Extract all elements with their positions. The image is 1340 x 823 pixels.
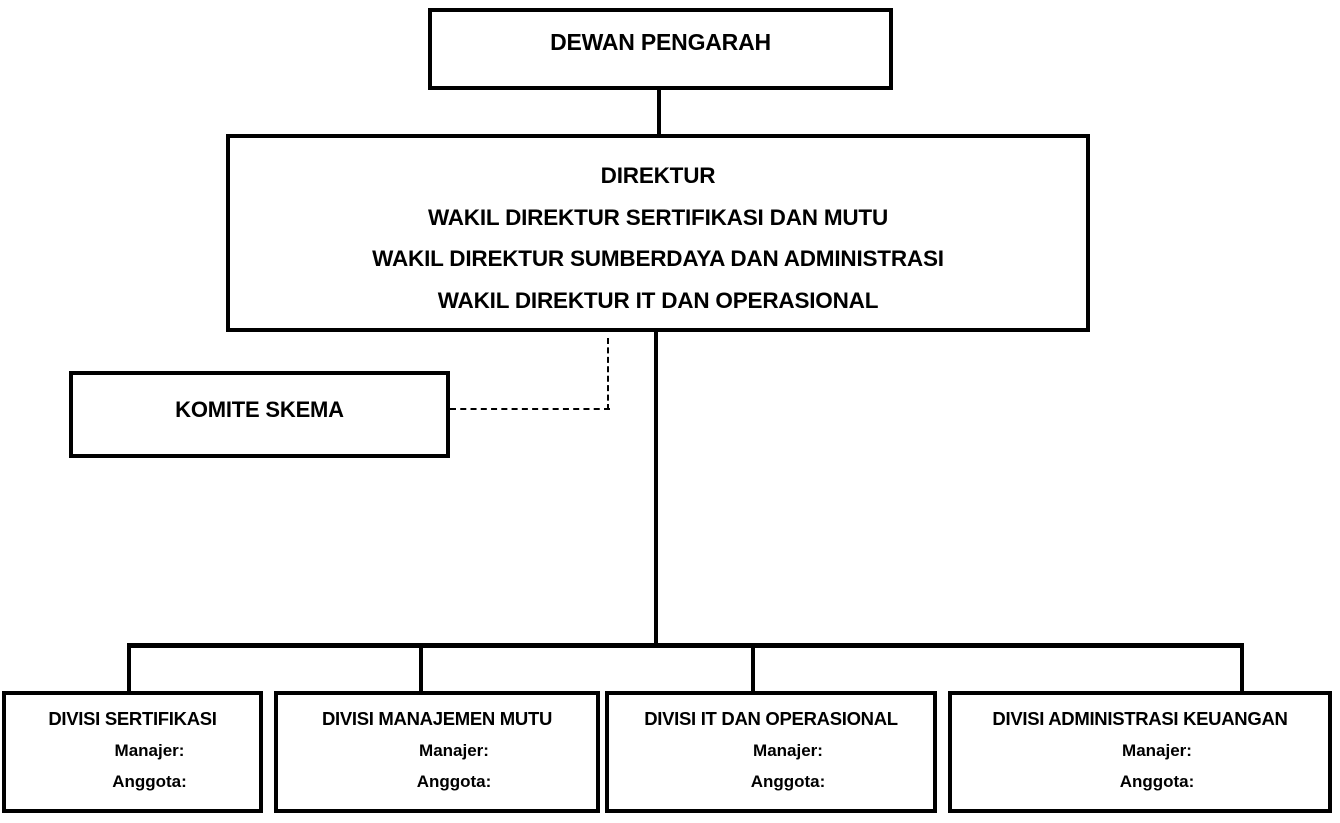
node-direktur-line-3: WAKIL DIREKTUR SUMBERDAYA DAN ADMINISTRA…	[372, 246, 944, 272]
node-direktur-line-4: WAKIL DIREKTUR IT DAN OPERASIONAL	[437, 287, 879, 313]
division-title: DIVISI MANAJEMEN MUTU	[321, 708, 553, 729]
node-divisi-sertifikasi[interactable]: DIVISI SERTIFIKASI Manajer: Anggota:	[2, 691, 263, 813]
division-title: DIVISI ADMINISTRASI KEUANGAN	[992, 708, 1288, 729]
connector-committee-horizontal-dashed	[450, 408, 610, 410]
division-member-label: Anggota:	[416, 772, 492, 791]
division-manager-label: Manajer:	[1122, 741, 1192, 760]
connector-drop-division-2	[419, 646, 423, 692]
connector-drop-division-1	[127, 646, 131, 692]
connector-division-bus	[127, 643, 1244, 648]
node-divisi-it-dan-operasional[interactable]: DIVISI IT DAN OPERASIONAL Manajer: Anggo…	[605, 691, 937, 813]
connector-board-to-director	[657, 88, 661, 136]
connector-drop-division-3	[751, 646, 755, 692]
connector-director-trunk	[654, 330, 658, 647]
division-member-label: Anggota:	[1119, 772, 1195, 791]
division-manager-label: Manajer:	[419, 741, 489, 760]
node-divisi-manajemen-mutu[interactable]: DIVISI MANAJEMEN MUTU Manajer: Anggota:	[274, 691, 600, 813]
node-komite-skema-label: KOMITE SKEMA	[175, 397, 344, 422]
node-divisi-administrasi-keuangan[interactable]: DIVISI ADMINISTRASI KEUANGAN Manajer: An…	[948, 691, 1332, 813]
node-komite-skema[interactable]: KOMITE SKEMA	[69, 371, 450, 458]
node-direktur-lines: DIREKTUR WAKIL DIREKTUR SERTIFIKASI DAN …	[230, 138, 1086, 322]
division-manager-label: Manajer:	[114, 741, 185, 760]
division-member-label: Anggota:	[112, 772, 187, 791]
division-manager-label: Manajer:	[753, 741, 823, 760]
node-direktur[interactable]: DIREKTUR WAKIL DIREKTUR SERTIFIKASI DAN …	[226, 134, 1090, 332]
division-title: DIVISI IT DAN OPERASIONAL	[644, 708, 898, 729]
connector-drop-division-4	[1240, 646, 1244, 692]
division-title: DIVISI SERTIFIKASI	[48, 708, 217, 729]
node-direktur-line-1: DIREKTUR	[600, 163, 716, 188]
node-direktur-line-2: WAKIL DIREKTUR SERTIFIKASI DAN MUTU	[427, 204, 889, 230]
node-dewan-pengarah[interactable]: DEWAN PENGARAH	[428, 8, 893, 90]
connector-committee-vertical-dashed	[607, 338, 609, 410]
node-dewan-pengarah-label: DEWAN PENGARAH	[550, 29, 771, 55]
division-member-label: Anggota:	[750, 772, 826, 791]
